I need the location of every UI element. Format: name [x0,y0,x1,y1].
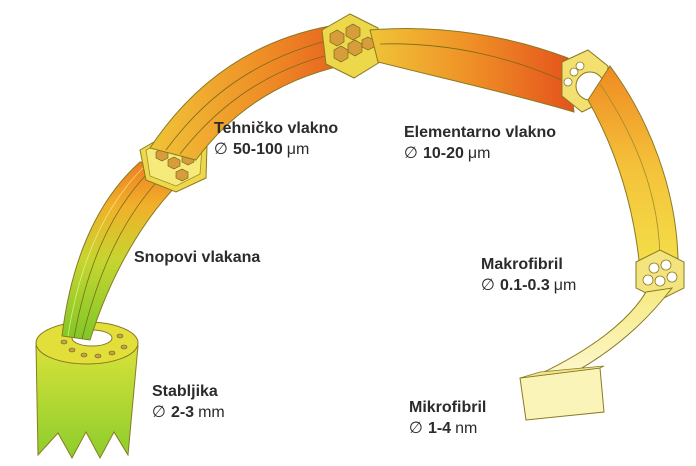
diameter-symbol: ∅ [481,277,495,294]
right-descending-segment [588,66,678,270]
mikrofibril-diameter-value: 1-4 [428,420,451,437]
label-snopovi-vlakana: Snopovi vlakana [134,247,260,268]
mikrofibril-diameter-unit: nm [455,420,477,437]
elementarno-diameter-unit: μm [468,145,491,162]
elementarno-name: Elementarno vlakno [404,122,556,143]
makrofibril-diameter-unit: μm [554,277,577,294]
stem-segment [36,322,138,458]
makrofibril-diameter-value: 0.1-0.3 [500,277,550,294]
snopovi-name: Snopovi vlakana [134,247,260,268]
tehnicko-diameter-unit: μm [287,141,310,158]
stabljika-diameter-unit: mm [198,404,225,421]
elementary-fiber-segment [370,28,574,112]
stabljika-name: Stabljika [152,381,225,402]
makrofibril-name: Makrofibril [481,254,576,275]
elementarno-diameter-value: 10-20 [423,145,464,162]
tehnicko-diameter-value: 50-100 [233,141,283,158]
stabljika-diameter-value: 2-3 [171,404,194,421]
diameter-symbol: ∅ [409,420,423,437]
tehnicko-name: Tehničko vlakno [214,118,338,139]
mikrofibril-name: Mikrofibril [409,397,486,418]
diameter-symbol: ∅ [152,404,166,421]
diameter-symbol: ∅ [404,145,418,162]
diameter-symbol: ∅ [214,141,228,158]
microfibril-segment [520,288,672,420]
